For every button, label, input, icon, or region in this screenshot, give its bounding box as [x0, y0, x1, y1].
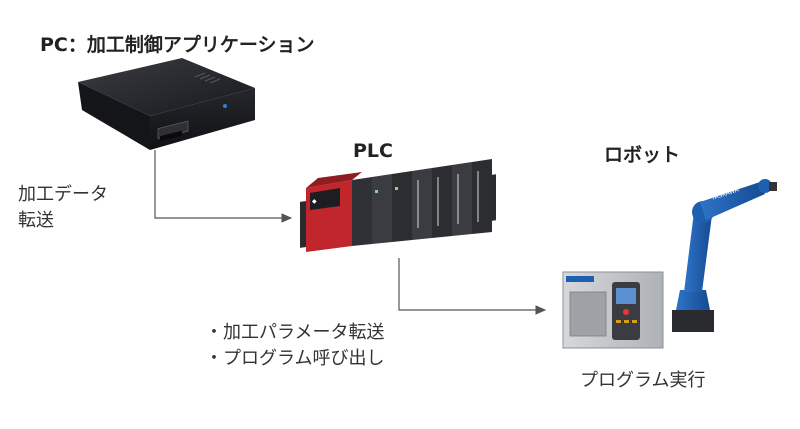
robot-title: ロボット: [604, 144, 681, 166]
pc-to-plc-arrow: [154, 150, 293, 223]
pc-title: PC：加工制御アプリケーション: [40, 34, 315, 56]
robot-caption: プログラム実行: [580, 370, 706, 391]
pc-to-plc-label-line1: 加工データ: [18, 184, 108, 205]
robot-arm-image: YASKAWA: [672, 179, 777, 332]
plc-to-robot-label-line1: ・加工パラメータ転送: [205, 322, 385, 343]
plc-title: PLC: [353, 140, 393, 162]
pc-to-plc-label-line2: 転送: [18, 210, 54, 231]
plc-to-robot-label-line2: ・プログラム呼び出し: [205, 348, 385, 369]
plc-image: ◆: [300, 159, 496, 252]
pc-to-plc-label: 加工データ 転送: [18, 182, 108, 234]
plc-to-robot-label: ・加工パラメータ転送 ・プログラム呼び出し: [205, 320, 384, 372]
svg-text:◆: ◆: [312, 198, 317, 205]
plc-to-robot-arrow: [398, 258, 547, 315]
robot-controller-image: [562, 271, 664, 349]
industrial-pc-image: [78, 58, 255, 150]
